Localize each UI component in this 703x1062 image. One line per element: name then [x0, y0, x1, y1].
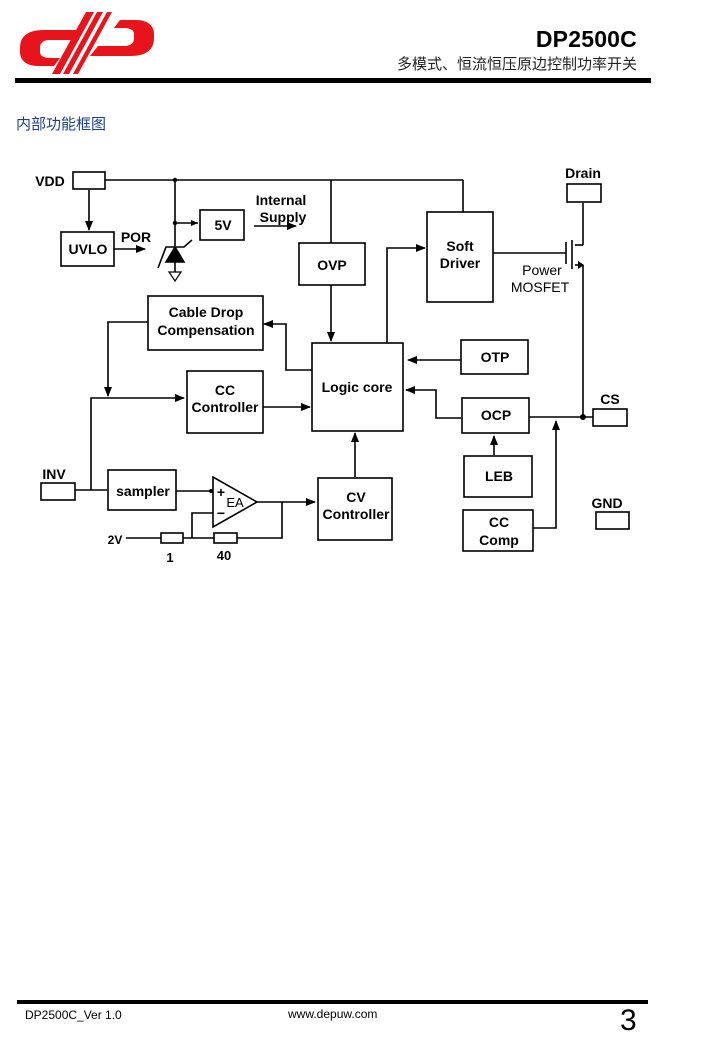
label-res-40: 40 — [217, 548, 231, 563]
block-cv-controller — [317, 477, 393, 541]
block-label-uvlo: UVLO — [69, 241, 108, 257]
block-5v — [199, 209, 245, 241]
block-leb — [463, 455, 533, 498]
junction-dot — [172, 220, 178, 226]
pin-label-vdd: VDD — [35, 173, 65, 189]
pin-vdd — [72, 171, 106, 190]
junction-dot — [580, 414, 586, 420]
block-label-5v: 5V — [214, 217, 232, 233]
block-sampler — [107, 469, 177, 511]
ground-icon — [167, 271, 183, 283]
block-label-cc: CC — [215, 382, 235, 398]
label-power: Power — [522, 262, 562, 278]
page-number: 3 — [620, 1004, 637, 1037]
block-label-controller: Controller — [192, 399, 259, 415]
wire-feedback — [237, 502, 283, 539]
document-title: DP2500C — [535, 26, 637, 52]
label-por: POR — [121, 229, 151, 245]
block-logic-core — [311, 342, 404, 432]
wire-cccomp-cs — [533, 420, 560, 529]
junction-dot — [209, 489, 213, 493]
block-cable-drop — [147, 295, 264, 351]
label-res-1: 1 — [166, 550, 173, 565]
zener-diode — [157, 239, 193, 272]
label-ea: EA — [226, 495, 244, 510]
mosfet-arrow-icon — [578, 261, 584, 269]
pin-label-gnd: GND — [591, 495, 622, 511]
block-label-driver: Driver — [440, 255, 481, 271]
section-title: 内部功能框图 — [16, 115, 107, 133]
block-label-logic-core: Logic core — [322, 379, 393, 395]
block-label-ovp: OVP — [317, 257, 347, 273]
label-ea-plus: + — [217, 484, 225, 500]
block-error-amplifier — [212, 475, 259, 529]
wire-logic-cabledrop — [263, 320, 312, 371]
block-label-leb: LEB — [485, 468, 513, 484]
pin-label-cs: CS — [600, 391, 619, 407]
wire-inv-cc — [90, 394, 185, 490]
block-uvlo — [60, 231, 115, 267]
block-cc-controller — [186, 370, 264, 434]
pin-label-inv: INV — [42, 466, 66, 482]
junction-dot — [172, 177, 178, 183]
block-otp — [460, 339, 529, 375]
wire-logic-softdriver — [386, 244, 426, 343]
resistor-1 — [160, 532, 184, 544]
block-cc-comp — [462, 509, 534, 552]
block-label-otp: OTP — [481, 349, 510, 365]
block-label-cable-drop: Cable Drop — [169, 304, 244, 320]
wire-ea-minus — [191, 512, 213, 538]
wire-ocp-logic — [405, 386, 461, 419]
footer-version: DP2500C_Ver 1.0 — [25, 1008, 122, 1022]
pin-label-drain: Drain — [565, 165, 601, 181]
pin-inv — [40, 482, 76, 501]
label-2v: 2V — [108, 533, 123, 547]
label-supply: Supply — [260, 209, 307, 225]
footer-website[interactable]: www.depuw.com — [288, 1007, 378, 1021]
company-logo — [20, 12, 154, 74]
block-label-ocp: OCP — [481, 407, 511, 423]
block-soft-driver — [426, 211, 494, 303]
block-label-cv-controller: Controller — [323, 506, 390, 522]
pin-gnd — [595, 511, 630, 530]
document-subtitle: 多模式、恒流恒压原边控制功率开关 — [396, 55, 637, 73]
label-mosfet: MOSFET — [511, 279, 570, 295]
block-label-cv: CV — [346, 489, 366, 505]
label-ea-minus: − — [217, 505, 225, 521]
block-ovp — [298, 242, 366, 286]
block-label-sampler: sampler — [116, 483, 170, 499]
block-diagram: VDD Drain CS INV GND UVLO 5V OVP Soft Dr… — [35, 165, 630, 565]
block-ocp — [461, 397, 530, 434]
wire-cabledrop-feedback — [104, 321, 148, 397]
resistor-40 — [213, 532, 238, 544]
footer-divider — [17, 1000, 648, 1004]
block-label-compensation: Compensation — [157, 322, 254, 338]
header-divider — [15, 78, 651, 83]
block-label-soft: Soft — [446, 238, 474, 254]
label-internal: Internal — [256, 192, 307, 208]
pin-cs — [592, 408, 628, 427]
pin-drain — [566, 183, 602, 203]
block-label-cc-comp-1: CC — [489, 514, 509, 530]
block-label-cc-comp-2: Comp — [479, 532, 519, 548]
